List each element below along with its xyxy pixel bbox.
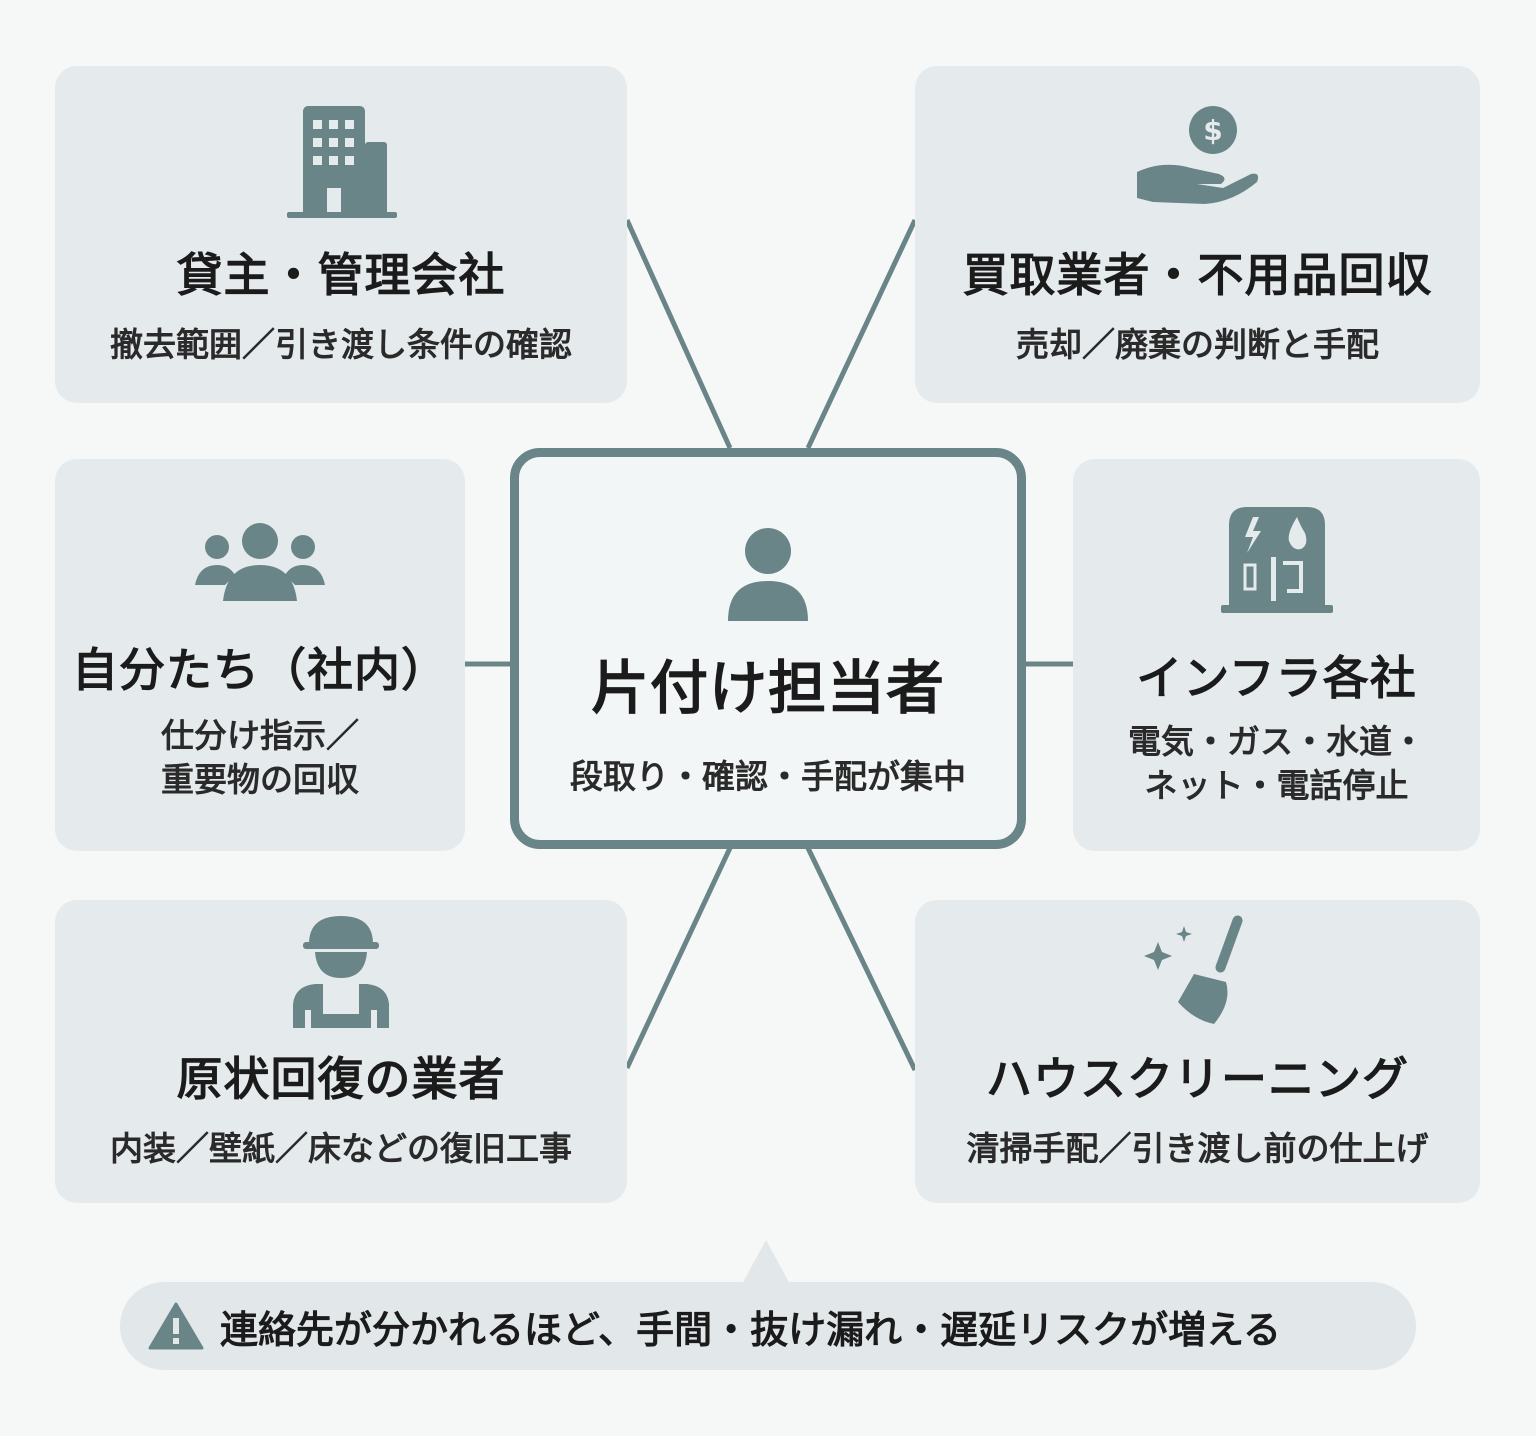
callout-pointer <box>742 1240 790 1284</box>
warning-icon <box>148 1302 204 1350</box>
node-buyer: $ 買取業者・不用品回収 売却／廃棄の判断と手配 <box>915 66 1480 403</box>
node-subtitle: 清掃手配／引き渡し前の仕上げ <box>966 1128 1429 1168</box>
node-title: ハウスクリーニング <box>986 1052 1409 1106</box>
broom-icon <box>1143 915 1243 1024</box>
person-icon <box>728 528 808 621</box>
node-title: 貸主・管理会社 <box>176 248 506 302</box>
center-title: 片付け担当者 <box>590 654 945 722</box>
node-subtitle: 内装／壁紙／床などの復旧工事 <box>110 1128 572 1168</box>
node-cleaning: ハウスクリーニング 清掃手配／引き渡し前の仕上げ <box>915 900 1480 1203</box>
node-title: 買取業者・不用品回収 <box>962 248 1433 302</box>
node-subtitle: 撤去範囲／引き渡し条件の確認 <box>110 324 572 364</box>
node-title: インフラ各社 <box>1136 651 1417 705</box>
node-subtitle-line-1: 仕分け指示／ <box>161 715 359 755</box>
node-inhouse: 自分たち（社内） 仕分け指示／ 重要物の回収 <box>55 459 465 851</box>
center-node: 片付け担当者 段取り・確認・手配が集中 <box>510 448 1026 849</box>
warning-text: 連絡先が分かれるほど、手間・抜け漏れ・遅延リスクが増える <box>220 1307 1281 1352</box>
worker-icon <box>293 916 389 1028</box>
svg-text:$: $ <box>1203 114 1222 147</box>
utilities-icon <box>1220 507 1333 613</box>
group-icon <box>195 523 325 601</box>
node-subtitle: 売却／廃棄の判断と手配 <box>1016 324 1379 364</box>
connector-landlord <box>624 218 733 450</box>
node-subtitle-line-2: 重要物の回収 <box>161 760 359 800</box>
center-subtitle: 段取り・確認・手配が集中 <box>570 756 966 796</box>
building-icon <box>287 106 397 218</box>
node-landlord: 貸主・管理会社 撤去範囲／引き渡し条件の確認 <box>55 66 627 403</box>
node-title: 自分たち（社内） <box>72 643 448 697</box>
warning-callout: 連絡先が分かれるほど、手間・抜け漏れ・遅延リスクが増える <box>120 1282 1416 1370</box>
node-restoration: 原状回復の業者 内装／壁紙／床などの復旧工事 <box>55 900 627 1203</box>
node-infra: インフラ各社 電気・ガス・水道・ ネット・電話停止 <box>1073 459 1480 851</box>
hand-money-icon: $ <box>1136 106 1258 204</box>
connector-buyer <box>805 218 918 450</box>
connector-cleaning <box>805 846 918 1072</box>
node-title: 原状回復の業者 <box>176 1052 506 1106</box>
node-subtitle-line-1: 電気・ガス・水道・ <box>1128 721 1425 761</box>
node-subtitle-line-2: ネット・電話停止 <box>1144 766 1409 806</box>
connector-restoration <box>624 846 733 1070</box>
